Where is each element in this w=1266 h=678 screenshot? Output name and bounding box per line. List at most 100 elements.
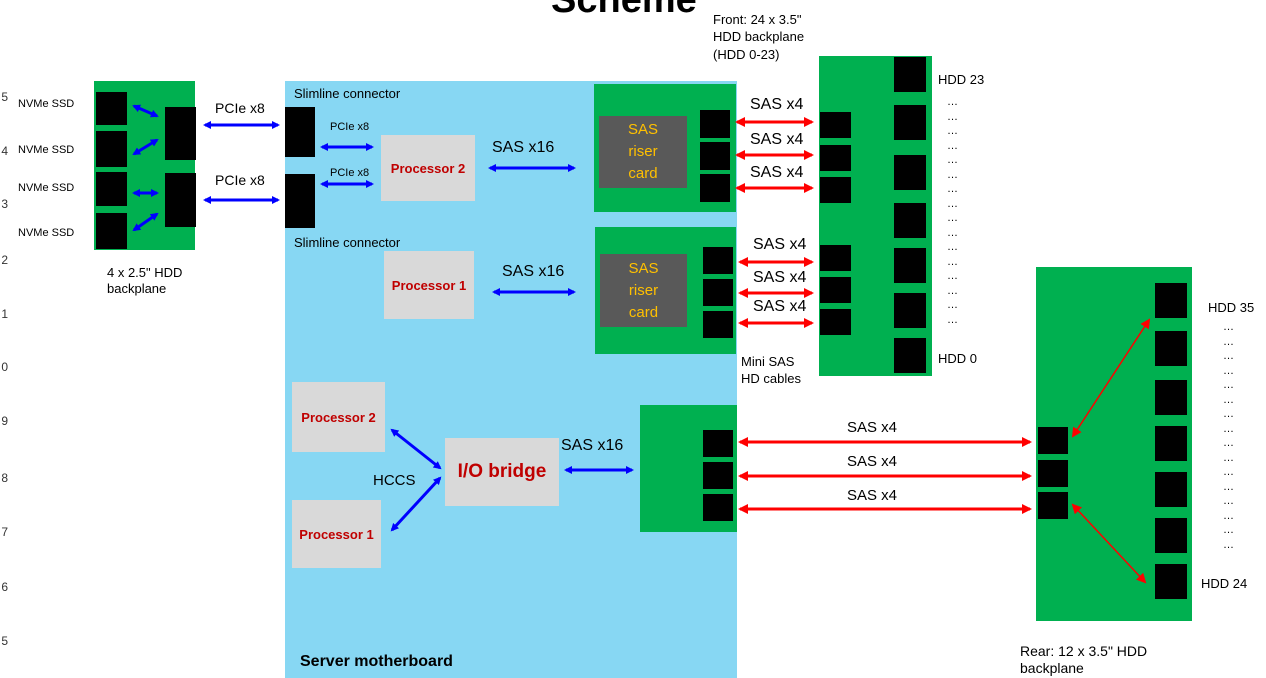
hdd-0-label: HDD 0 xyxy=(938,351,978,366)
ellipsis: … xyxy=(1223,422,1234,435)
axis-fragment: 7 xyxy=(1,525,8,539)
ellipsis: … xyxy=(1223,451,1234,464)
riser-port xyxy=(703,311,733,338)
ellipsis: … xyxy=(1223,393,1234,406)
sas-x4-label: SAS x4 xyxy=(847,419,898,436)
ellipsis: … xyxy=(1223,466,1234,478)
ellipsis: … xyxy=(1223,538,1234,551)
nvme-ssd-label: NVMe SSD xyxy=(18,182,75,194)
ellipsis: … xyxy=(947,154,958,166)
axis-fragment: 5 xyxy=(1,634,8,648)
axis-fragment: 8 xyxy=(1,471,8,485)
riser-text: SAS xyxy=(627,121,658,138)
processor-1-label: Processor 1 xyxy=(391,277,467,293)
ellipsis: … xyxy=(947,313,958,326)
ellipsis: … xyxy=(1223,524,1234,536)
nvme-link xyxy=(132,138,159,156)
nvme-ssd-slot xyxy=(96,131,127,167)
ellipsis: … xyxy=(1223,480,1234,493)
mini-sas-label-line2: HD cables xyxy=(741,371,801,386)
ellipsis: … xyxy=(947,168,958,181)
processor-1-io-box: Processor 1 xyxy=(292,500,381,568)
hdd-slot xyxy=(1155,564,1187,599)
front-backplane-port xyxy=(820,112,851,138)
riser-port xyxy=(703,279,733,306)
ellipsis: … xyxy=(947,139,958,152)
sas-riser-card-bottom: SAS riser card xyxy=(600,254,687,327)
riser-text: card xyxy=(628,303,659,321)
pcie-x8-label: PCIe x8 xyxy=(215,172,265,188)
processor-1-box: Processor 1 xyxy=(384,251,474,319)
ellipsis: … xyxy=(1223,408,1234,420)
ellipsis: … xyxy=(1223,509,1234,522)
hdd-24-label: HDD 24 xyxy=(1201,576,1248,591)
riser-port xyxy=(700,174,730,202)
ellipsis: … xyxy=(1223,495,1234,507)
ellipsis: … xyxy=(1223,437,1234,449)
nvme-ssd-slot xyxy=(96,92,127,125)
rear-internal-link xyxy=(1071,318,1151,438)
sas-x4-label: SAS x4 xyxy=(750,131,804,148)
hdd-slot xyxy=(1155,426,1187,461)
sas-x4-label: SAS x4 xyxy=(753,269,807,286)
hdd-slot xyxy=(1155,380,1187,415)
ellipsis: … xyxy=(947,125,958,137)
front-backplane-port xyxy=(820,309,851,335)
slimline-connector-top-label: Slimline connector xyxy=(294,86,401,101)
processor-2-io-box: Processor 2 xyxy=(292,382,385,452)
processor-2-label: Processor 2 xyxy=(390,160,466,176)
processor-2-io-label: Processor 2 xyxy=(301,409,376,425)
axis-fragment: 4 xyxy=(1,144,8,158)
nvme-link xyxy=(132,212,159,232)
nvme-ssd-slot xyxy=(96,172,127,206)
hdd-35-label: HDD 35 xyxy=(1208,300,1255,315)
riser-text: riser xyxy=(628,281,659,299)
hdd-slot xyxy=(894,203,926,238)
axis-fragment: 5 xyxy=(1,90,8,104)
axis-fragment: 1 xyxy=(1,307,8,321)
io-bridge-label: I/O bridge xyxy=(457,461,547,482)
ellipsis: … xyxy=(947,299,958,311)
hdd-slot xyxy=(894,105,926,140)
sas-x16-label: SAS x16 xyxy=(502,263,565,280)
hdd-slot xyxy=(894,248,926,283)
slimline-connector xyxy=(285,174,315,228)
nvme-ssd-slot xyxy=(96,213,127,249)
sas-x16-label: SAS x16 xyxy=(561,437,624,454)
rear-backplane-port xyxy=(1038,492,1068,519)
diagram-title: Scheme xyxy=(551,0,697,21)
front-backplane-port xyxy=(820,277,851,303)
axis-fragment: 2 xyxy=(1,253,8,267)
ellipsis: … xyxy=(947,255,958,268)
hdd-slot xyxy=(1155,331,1187,366)
processor-1-io-label: Processor 1 xyxy=(299,526,374,542)
ellipsis: … xyxy=(947,212,958,224)
rear-backplane-port xyxy=(1038,427,1068,454)
ellipsis: … xyxy=(1223,379,1234,391)
ellipsis: … xyxy=(1223,335,1234,348)
front-backplane-port xyxy=(820,145,851,171)
nvme-backplane-caption-line1: 4 x 2.5" HDD xyxy=(107,265,183,280)
axis-fragment: 9 xyxy=(1,414,8,428)
rear-backplane-caption-line2: backplane xyxy=(1020,660,1084,676)
pcie-x8-small-label: PCIe x8 xyxy=(330,121,370,133)
slimline-connector xyxy=(285,107,315,157)
hdd-slot xyxy=(894,57,926,92)
hccs-link xyxy=(390,476,442,532)
pcie-x8-label: PCIe x8 xyxy=(215,100,265,116)
front-backplane-caption-line1: Front: 24 x 3.5" xyxy=(713,12,802,27)
slimline-connector-bottom-label: Slimline connector xyxy=(294,235,401,250)
ellipsis: … xyxy=(947,183,958,195)
sas-x4-label: SAS x4 xyxy=(750,96,804,113)
axis-fragment: 3 xyxy=(1,197,8,211)
riser-port xyxy=(700,142,730,170)
front-backplane-caption-line2: HDD backplane xyxy=(713,29,805,44)
front-backplane-caption-line3: (HDD 0-23) xyxy=(713,47,780,62)
nvme-ssd-label: NVMe SSD xyxy=(18,144,75,156)
ellipsis: … xyxy=(947,284,958,297)
front-backplane-port xyxy=(820,245,851,271)
ellipsis: … xyxy=(1223,350,1234,362)
hdd-slot xyxy=(894,293,926,328)
sas-x4-label: SAS x4 xyxy=(847,487,898,504)
